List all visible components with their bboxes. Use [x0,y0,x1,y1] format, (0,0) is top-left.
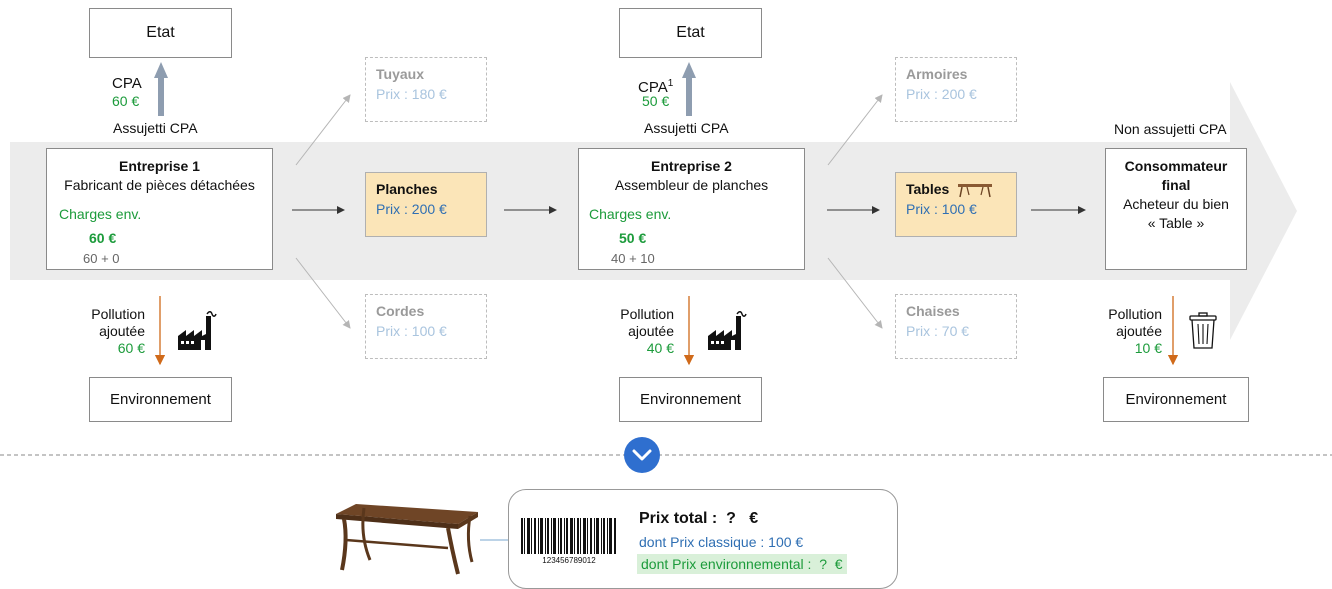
environment-box-1: Environnement [89,377,232,422]
pollution-value: 60 € [117,340,145,356]
product-name-text: Tables [906,181,950,197]
product-price: Prix : 100 € [906,201,977,217]
pollution-value: 40 € [646,340,674,356]
classic-price: dont Prix classique : 100 € [639,534,804,550]
company-description: Fabricant de pièces détachées [64,177,255,193]
product-price: Prix : 200 € [906,86,977,102]
factory-icon [708,311,747,350]
cpa-label-text: CPA [638,79,668,96]
pollution-label-line1: Pollution [620,306,674,322]
cpa-footnote: 1 [667,78,674,89]
product-tables: Tables Prix : 100 € [895,172,1017,237]
pollution-label-line2: ajoutée [1116,323,1162,339]
environment-box-3: Environnement [1103,377,1249,422]
pollution-label-line2: ajoutée [99,323,145,339]
subject-cpa-label: Assujetti CPA [644,120,729,136]
state-box-2: Etat [619,8,762,58]
charges-value: 50 € [619,230,647,246]
product-price: Prix : 200 € [376,201,447,217]
factory-icon [178,311,217,350]
charges-detail: 40 + 10 [611,251,655,266]
product-name: Tables [906,179,1006,199]
not-subject-cpa-label: Non assujetti CPA [1114,121,1227,137]
company-title: Entreprise 1 [119,158,200,174]
product-cordes: Cordes Prix : 100 € [365,294,487,359]
environment-label: Environnement [1125,391,1227,408]
cpa-value: 50 € [642,93,670,109]
pollution-label-line2: ajoutée [628,323,674,339]
product-name: Cordes [376,303,425,319]
state-label: Etat [676,24,705,41]
expand-button[interactable] [624,437,660,473]
pollution-label-line1: Pollution [1108,306,1162,322]
product-name: Chaises [906,303,960,319]
company-1-box: Entreprise 1 Fabricant de pièces détaché… [46,148,273,270]
charges-label: Charges env. [589,206,672,222]
product-name: Armoires [906,66,968,82]
trash-icon [1189,312,1217,349]
pollution-label-line1: Pollution [91,306,145,322]
product-price: Prix : 70 € [906,323,970,339]
pollution-label: Pollution ajoutée 60 € [78,306,145,357]
table-image [336,504,478,575]
environment-label: Environnement [110,391,211,408]
company-title: Entreprise 2 [651,158,732,174]
pollution-label: Pollution ajoutée 40 € [604,306,674,357]
charges-detail: 60 + 0 [83,251,120,266]
product-planches: Planches Prix : 200 € [365,172,487,237]
chevron-down-icon [632,449,652,461]
cpa-value: 60 € [112,93,140,109]
product-price: Prix : 180 € [376,86,447,102]
company-description: Assembleur de planches [614,177,769,193]
product-name: Tuyaux [376,66,424,82]
product-armoires: Armoires Prix : 200 € [895,57,1017,122]
product-chaises: Chaises Prix : 70 € [895,294,1017,359]
state-box-1: Etat [89,8,232,58]
cpa-label: CPA1 [638,75,673,96]
consumer-title-line2: final [1161,177,1191,193]
pollution-value: 10 € [1134,340,1162,356]
environment-label: Environnement [640,391,741,408]
consumer-description-line1: Acheteur du bien [1123,196,1229,212]
subject-cpa-label: Assujetti CPA [113,120,198,136]
pollution-label: Pollution ajoutée 10 € [1092,306,1162,357]
charges-value: 60 € [89,230,117,246]
product-name: Planches [376,181,438,197]
price-label-card: 123456789012 Prix total : ? € dont Prix … [508,489,898,589]
product-tuyaux: Tuyaux Prix : 180 € [365,57,487,122]
state-label: Etat [146,24,175,41]
total-price: Prix total : ? € [639,510,759,527]
table-icon [958,184,993,198]
product-price: Prix : 100 € [376,323,447,339]
environmental-price: dont Prix environnemental : ? € [637,554,847,574]
company-2-box: Entreprise 2 Assembleur de planches Char… [578,148,805,270]
consumer-title-line1: Consommateur [1124,158,1228,174]
consumer-box: Consommateur final Acheteur du bien « Ta… [1105,148,1247,270]
cpa-label: CPA [112,75,142,92]
barcode-number: 123456789012 [542,556,596,564]
consumer-description-line2: « Table » [1147,215,1205,231]
charges-label: Charges env. [59,206,142,222]
barcode-icon: 123456789012 [521,518,616,564]
environment-box-2: Environnement [619,377,762,422]
